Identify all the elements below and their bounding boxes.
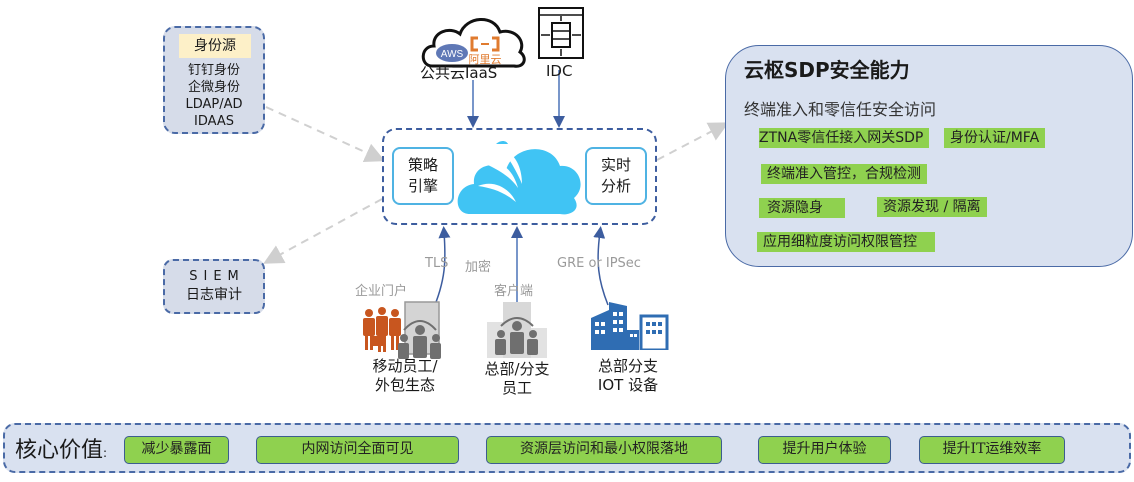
svg-text:阿里云: 阿里云 bbox=[469, 53, 502, 66]
identity-item: 钉钉身份 bbox=[187, 63, 240, 78]
realtime-analysis-module: 实时 分析 bbox=[585, 147, 647, 205]
capability-tag: 资源发现 / 隔离 bbox=[877, 197, 987, 217]
client-label: 客户端 bbox=[494, 284, 534, 299]
endpoint-mobile-label: 移动员工/ 外包生态 bbox=[372, 357, 438, 394]
iot-to-gateway-line bbox=[593, 226, 609, 306]
encrypt-label: 加密 bbox=[465, 260, 492, 275]
gateway-to-siem-arrow bbox=[263, 198, 383, 264]
identity-item: LDAP/AD bbox=[185, 97, 243, 112]
siem-label: SIEM bbox=[189, 269, 245, 284]
capability-tag: 应用细粒度访问权限管控 bbox=[757, 232, 935, 252]
aliyun-icon: 阿里云 bbox=[469, 36, 502, 66]
core-value-user-experience[interactable]: 提升用户体验 bbox=[758, 436, 891, 464]
portal-label: 企业门户 bbox=[355, 284, 408, 299]
policy-engine-module: 策略 引擎 bbox=[392, 147, 454, 205]
capability-tag: ZTNA零信任接入网关SDP bbox=[759, 128, 930, 148]
core-value-it-efficiency[interactable]: 提升IT运维效率 bbox=[919, 436, 1065, 464]
identity-item: 企微身份 bbox=[187, 80, 240, 95]
sdp-gateway-box: 策略 引擎 实时 分析 bbox=[382, 128, 657, 225]
gateway-to-capability-arrow bbox=[656, 122, 729, 161]
endpoint-iot-label: 总部分支 IOT 设备 bbox=[597, 357, 659, 394]
identity-source-box: 身份源 钉钉身份 企微身份 LDAP/AD IDAAS bbox=[163, 26, 265, 134]
yunshu-cloud-logo-icon bbox=[457, 141, 581, 215]
identity-source-header: 身份源 bbox=[179, 34, 251, 58]
capability-tag: 身份认证/MFA bbox=[944, 128, 1046, 148]
idc-server-icon bbox=[537, 6, 585, 62]
core-value-network-visibility[interactable]: 内网访问全面可见 bbox=[256, 436, 459, 464]
capability-tag: 资源隐身 bbox=[759, 198, 845, 218]
core-value-reduce-exposure[interactable]: 减少暴露面 bbox=[124, 436, 229, 464]
public-cloud-icon: AWS 阿里云 bbox=[420, 12, 528, 82]
public-cloud-label: 公共云IaaS bbox=[420, 64, 498, 82]
core-value-least-privilege[interactable]: 资源层访问和最小权限落地 bbox=[486, 436, 722, 464]
svg-text:AWS: AWS bbox=[441, 49, 464, 60]
identity-item: IDAAS bbox=[193, 114, 234, 129]
aws-badge-icon bbox=[436, 44, 468, 62]
endpoint-branch-label: 总部/分支 员工 bbox=[484, 360, 550, 397]
capability-tag: 终端准入管控，合规检测 bbox=[761, 164, 927, 184]
capability-subtitle: 终端准入和零信任安全访问 bbox=[744, 100, 937, 119]
identity-to-gateway-arrow bbox=[265, 106, 386, 162]
gre-ipsec-label: GRE or IPSec bbox=[557, 256, 641, 271]
idc-label: IDC bbox=[546, 62, 573, 80]
branch-staff-icon bbox=[485, 300, 549, 360]
siem-box: SIEM 日志审计 bbox=[163, 259, 265, 314]
siem-sublabel: 日志审计 bbox=[186, 287, 242, 303]
capability-title: 云枢SDP安全能力 bbox=[744, 58, 910, 82]
tls-label: TLS bbox=[425, 256, 449, 271]
iot-buildings-icon bbox=[587, 300, 669, 352]
sdp-capability-panel: 云枢SDP安全能力 终端准入和零信任安全访问 ZTNA零信任接入网关SDP 身份… bbox=[725, 45, 1133, 267]
core-values-title: 核心价值: bbox=[15, 438, 108, 463]
core-values-bar: 核心价值: 减少暴露面 内网访问全面可见 资源层访问和最小权限落地 提升用户体验… bbox=[3, 423, 1131, 473]
mobile-staff-icon bbox=[360, 300, 452, 360]
